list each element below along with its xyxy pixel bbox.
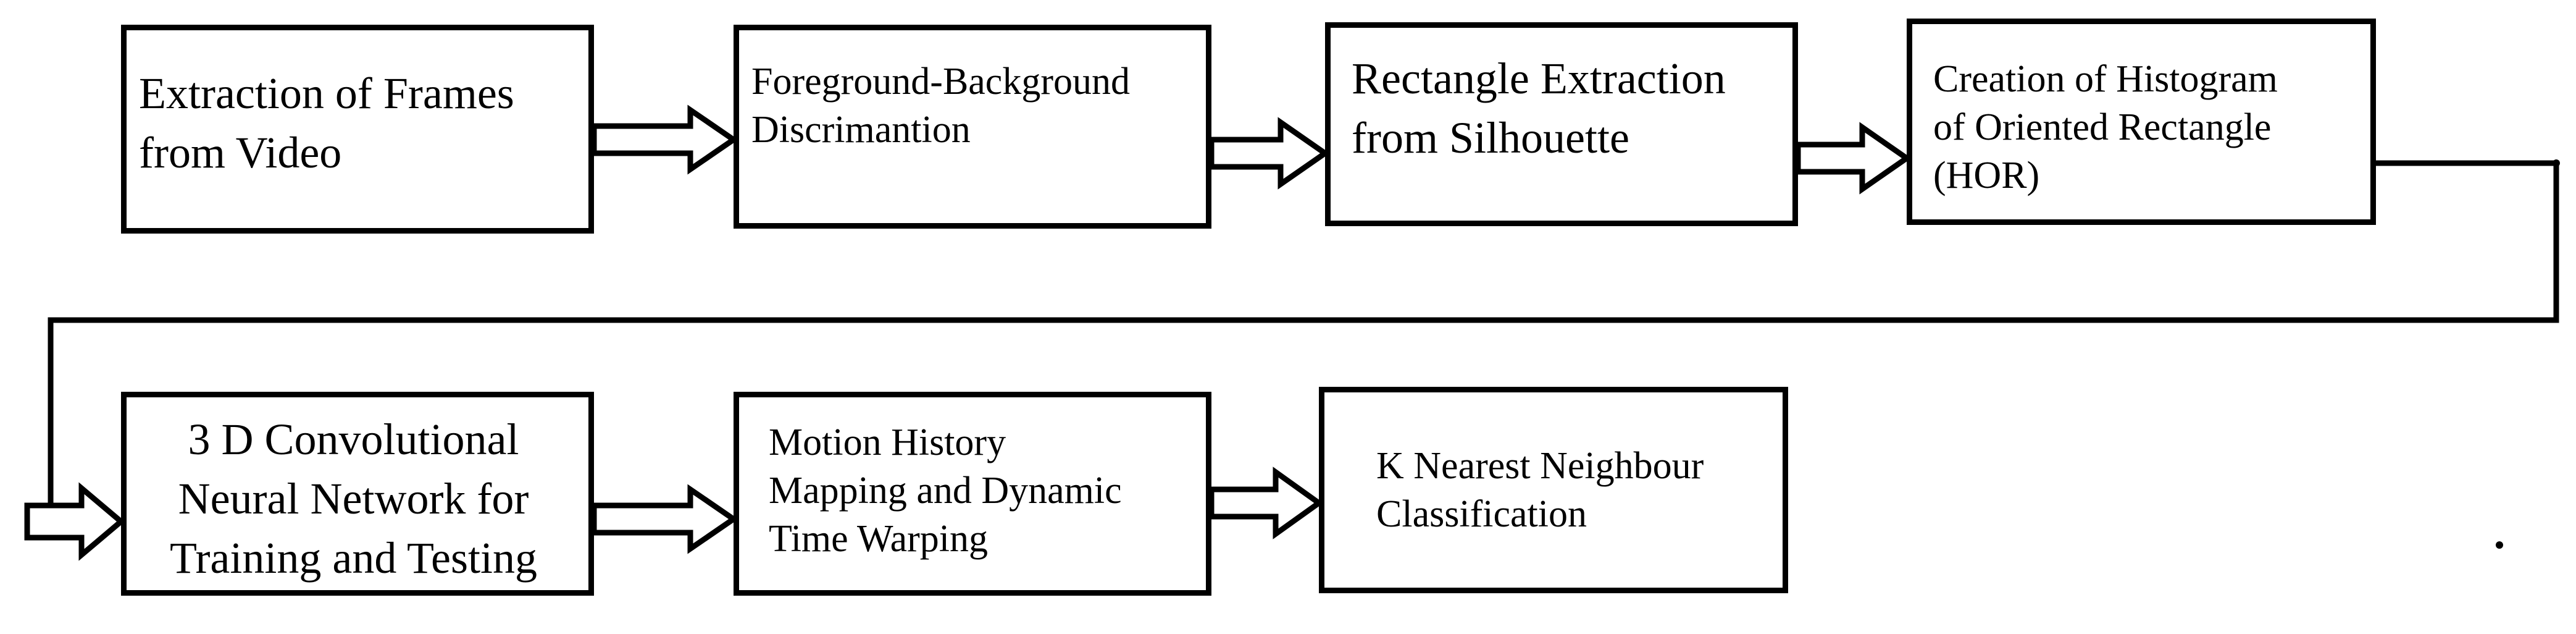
node-label-line: Training and Testing bbox=[170, 533, 537, 583]
node-extraction-frames: Extraction of Frames from Video bbox=[121, 25, 594, 234]
node-rectangle-extraction: Rectangle Extraction from Silhouette bbox=[1325, 22, 1798, 226]
arrow-motion-to-knn bbox=[1208, 467, 1324, 539]
arrow-rectangle-to-histogram bbox=[1795, 122, 1912, 195]
arrow-fgbg-to-rectangle bbox=[1208, 117, 1330, 190]
node-label-line: K Nearest Neighbour bbox=[1376, 445, 1704, 487]
node-knn-classification: K Nearest Neighbour Classification bbox=[1319, 387, 1788, 593]
node-label-line: Mapping and Dynamic bbox=[769, 470, 1122, 512]
node-label: 3 D Convolutional Neural Network for Tra… bbox=[170, 410, 537, 588]
node-label-line: Time Warping bbox=[769, 518, 988, 560]
node-label: Foreground-Background Discrimantion bbox=[751, 57, 1130, 154]
node-cnn-3d: 3 D Convolutional Neural Network for Tra… bbox=[121, 392, 594, 596]
node-histogram-oriented-rectangle: Creation of Histogram of Oriented Rectan… bbox=[1907, 19, 2376, 225]
node-label-line: Rectangle Extraction bbox=[1352, 54, 1726, 103]
node-label: K Nearest Neighbour Classification bbox=[1376, 442, 1704, 538]
stray-dot bbox=[2496, 541, 2503, 549]
arrow-into-cnn bbox=[24, 482, 125, 561]
node-label-line: Motion History bbox=[769, 421, 1006, 463]
node-label-line: Creation of Histogram bbox=[1933, 58, 2278, 100]
node-label-line: of Oriented Rectangle bbox=[1933, 106, 2272, 148]
node-label-line: (HOR) bbox=[1933, 154, 2040, 197]
arrow-cnn-to-motion bbox=[591, 484, 738, 554]
node-label: Rectangle Extraction from Silhouette bbox=[1352, 49, 1726, 167]
node-label-line: Classification bbox=[1376, 493, 1587, 535]
node-fg-bg-discrimination: Foreground-Background Discrimantion bbox=[734, 25, 1211, 229]
connector-histogram-to-cnn bbox=[48, 160, 2559, 505]
node-motion-history: Motion History Mapping and Dynamic Time … bbox=[734, 392, 1211, 596]
node-label-line: Foreground-Background bbox=[751, 61, 1130, 103]
stray-dot bbox=[2553, 159, 2560, 167]
node-label: Extraction of Frames from Video bbox=[139, 64, 514, 182]
node-label-line: from Silhouette bbox=[1352, 113, 1629, 163]
arrow-extraction-to-fgbg bbox=[591, 104, 738, 175]
node-label: Motion History Mapping and Dynamic Time … bbox=[769, 418, 1122, 563]
node-label-line: from Video bbox=[139, 128, 342, 177]
node-label-line: Neural Network for bbox=[178, 474, 529, 523]
node-label-line: Extraction of Frames bbox=[139, 69, 514, 118]
node-label: Creation of Histogram of Oriented Rectan… bbox=[1933, 55, 2278, 200]
node-label-line: 3 D Convolutional bbox=[188, 415, 519, 464]
node-label-line: Discrimantion bbox=[751, 109, 971, 151]
